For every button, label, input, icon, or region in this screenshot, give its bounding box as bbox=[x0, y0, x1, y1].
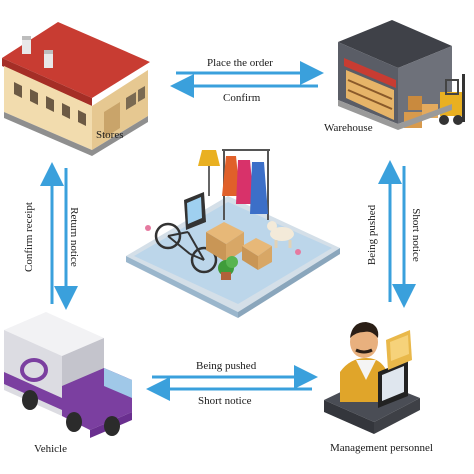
short-notice-right-label: Short notice bbox=[410, 208, 422, 262]
store-building-icon bbox=[2, 22, 150, 156]
stores-label: Stores bbox=[96, 129, 124, 141]
management-label: Management personnel bbox=[330, 442, 433, 454]
confirm-label: Confirm bbox=[223, 92, 261, 104]
manager-icon bbox=[324, 322, 420, 434]
place-order-label: Place the order bbox=[207, 57, 273, 69]
being-pushed-right-label: Being pushed bbox=[366, 204, 378, 266]
being-pushed-bottom-label: Being pushed bbox=[196, 360, 257, 372]
warehouse-label: Warehouse bbox=[324, 122, 373, 134]
warehouse-icon bbox=[338, 20, 465, 130]
confirm-receipt-label: Confirm receipt bbox=[23, 202, 35, 272]
return-notice-label: Return notice bbox=[68, 207, 80, 267]
vehicle-label: Vehicle bbox=[34, 443, 67, 455]
ecommerce-phone-icon bbox=[126, 149, 340, 318]
short-notice-bottom-label: Short notice bbox=[198, 395, 252, 407]
delivery-truck-icon bbox=[4, 312, 132, 438]
